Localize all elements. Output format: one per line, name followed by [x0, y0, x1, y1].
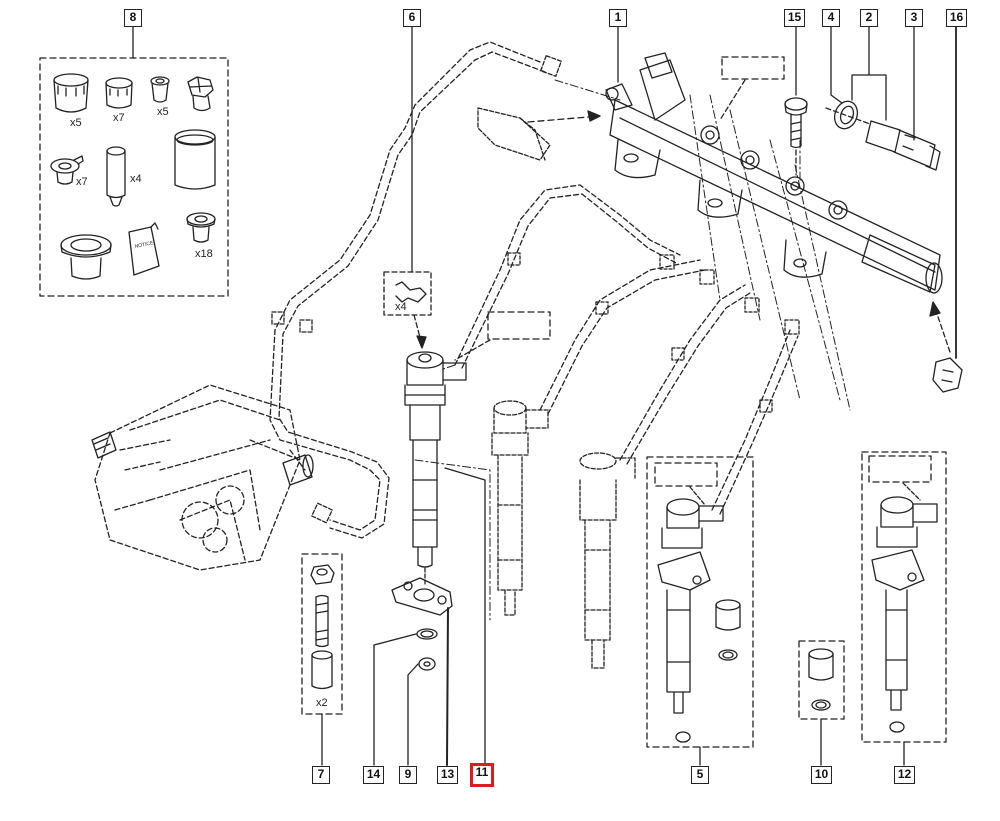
bottom-leaders [373, 467, 486, 766]
kit-10-group [798, 640, 845, 766]
o-ring [416, 628, 438, 640]
loose-connector [477, 107, 551, 161]
callout-15[interactable]: 15 [784, 9, 805, 27]
injector-variant-right [579, 452, 636, 669]
kit-5-group [646, 456, 754, 766]
callout-16[interactable]: 16 [946, 9, 967, 27]
cap-insert-arrow [929, 301, 951, 353]
callout-1[interactable]: 1 [609, 9, 627, 27]
callout-8[interactable]: 8 [124, 9, 142, 27]
callout-14[interactable]: 14 [363, 766, 384, 784]
seal-washer [825, 100, 871, 130]
clip-6-group [383, 26, 432, 349]
kit-8-dashed-frame [39, 57, 229, 297]
qty-long-tube: x4 [130, 173, 142, 185]
assembly-dashdot-lines [414, 79, 851, 621]
qty-clip: x4 [395, 301, 407, 313]
qty-small-bushing: x18 [195, 248, 213, 260]
callout-7[interactable]: 7 [312, 766, 330, 784]
callout-2[interactable]: 2 [860, 9, 878, 27]
qty-kit-7: x2 [316, 697, 328, 709]
callout-6[interactable]: 6 [403, 9, 421, 27]
flanged-cap-icon [50, 155, 84, 185]
high-pressure-pump [94, 384, 306, 571]
top-leaders [617, 26, 957, 359]
injector-variant-middle [491, 400, 549, 616]
rail-plug-cap [932, 357, 963, 393]
feed-line-clips [507, 252, 800, 413]
pressure-sensor [865, 120, 941, 171]
long-tube-icon [106, 146, 126, 207]
callout-3[interactable]: 3 [905, 9, 923, 27]
notice-label: NOTICE [134, 240, 154, 250]
qty-cap-small: x5 [157, 106, 169, 118]
cap-small-icon [150, 76, 170, 103]
clamp-flange [391, 567, 453, 616]
callout-12[interactable]: 12 [894, 766, 915, 784]
pipe-connector [271, 55, 562, 524]
fuel-return-pipe [269, 41, 546, 539]
kit-12-group [861, 451, 947, 766]
callout-10[interactable]: 10 [811, 766, 832, 784]
injector-washer [418, 657, 436, 671]
callout-9[interactable]: 9 [399, 766, 417, 784]
callout-11-selected[interactable]: 11 [470, 763, 494, 787]
qty-flanged-cap: x7 [76, 176, 88, 188]
flanged-bushing-icon [60, 234, 112, 280]
cap-large-icon [53, 73, 89, 113]
qty-cap-medium: x7 [113, 112, 125, 124]
callout-5[interactable]: 5 [691, 766, 709, 784]
rail-note-arrow [719, 79, 746, 121]
kit-8-group: NOTICE [39, 26, 229, 297]
callout-4[interactable]: 4 [822, 9, 840, 27]
pump-inlet-fitting [91, 431, 117, 459]
fuel-rail [605, 52, 943, 294]
injector-feed-lines [454, 184, 799, 515]
injector-11 [404, 351, 467, 568]
small-bushing-icon [186, 212, 216, 243]
notice-leaflet-icon: NOTICE [128, 222, 160, 276]
large-sleeve-icon [174, 129, 216, 190]
rail-note-box [721, 56, 785, 80]
pump-outlet-fitting [282, 454, 314, 486]
cap-medium-icon [105, 77, 133, 109]
hex-plug-icon [187, 76, 214, 112]
rail-bolt [784, 97, 808, 176]
injector-note-box [487, 311, 551, 340]
injector-note-arrow [454, 339, 491, 361]
qty-cap-large: x5 [70, 117, 82, 129]
kit-7-group [301, 553, 343, 766]
sensor-insert-arrow [527, 110, 601, 123]
callout-13[interactable]: 13 [437, 766, 458, 784]
